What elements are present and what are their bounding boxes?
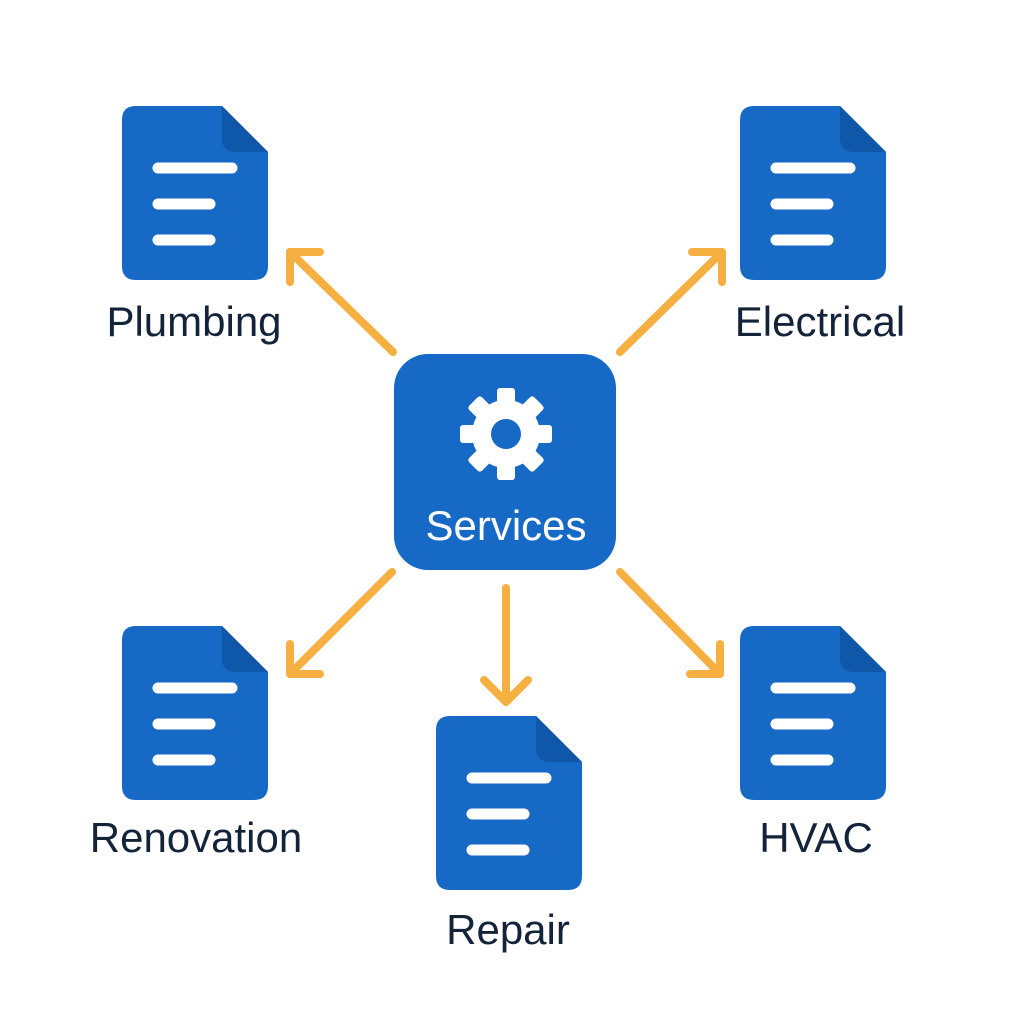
node-plumbing[interactable]: Plumbing [106, 106, 282, 345]
document-icon [436, 716, 582, 890]
document-icon [740, 106, 886, 280]
gear-icon [460, 388, 552, 480]
services-hub[interactable]: Services [394, 354, 616, 570]
document-icon [122, 626, 268, 800]
node-label-plumbing: Plumbing [106, 298, 281, 345]
node-hvac[interactable]: HVAC [740, 626, 886, 861]
node-renovation[interactable]: Renovation [90, 626, 302, 861]
arrow-to-hvac [616, 568, 724, 678]
arrow-to-repair [480, 584, 532, 706]
document-icon [740, 626, 886, 800]
arrow-to-renovation [286, 568, 396, 678]
node-label-repair: Repair [446, 906, 570, 953]
arrows [286, 248, 726, 706]
node-label-renovation: Renovation [90, 814, 302, 861]
hub-label: Services [425, 502, 586, 549]
node-repair[interactable]: Repair [436, 716, 582, 953]
node-label-electrical: Electrical [735, 298, 905, 345]
arrow-to-electrical [616, 248, 726, 356]
document-icon [122, 106, 268, 280]
node-label-hvac: HVAC [759, 814, 873, 861]
arrow-to-plumbing [286, 248, 397, 356]
node-electrical[interactable]: Electrical [735, 106, 905, 345]
